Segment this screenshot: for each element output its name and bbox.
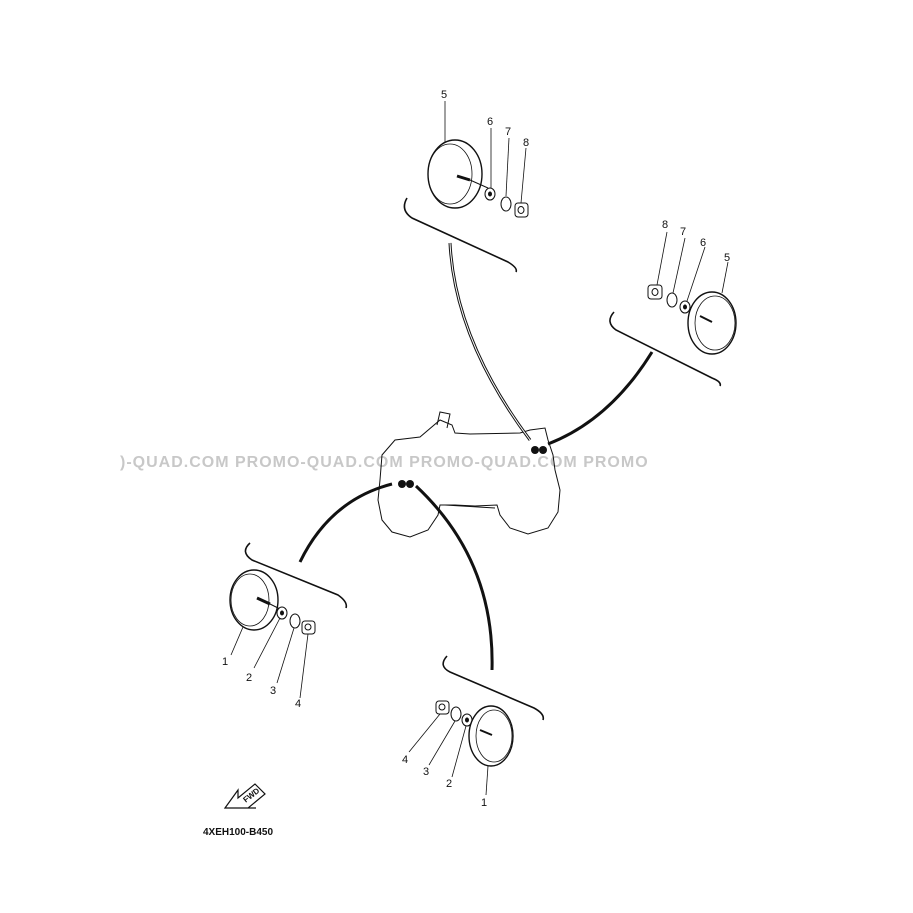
- stud-top-left: [456, 174, 471, 182]
- callout-7: 7: [680, 226, 686, 238]
- lockwasher-7-top-right: [666, 292, 678, 308]
- bracket-top-right: [609, 311, 722, 387]
- nut-8-top-right: [647, 284, 663, 300]
- callout-5: 5: [441, 89, 447, 101]
- nut-4-bottom-right: [435, 700, 450, 715]
- callout-2: 2: [446, 778, 452, 790]
- bracket-bottom-left: [244, 542, 348, 609]
- fwd-arrow-icon: FWD: [223, 783, 266, 809]
- lockwasher-7-top-left: [500, 196, 512, 212]
- mount-point-rear: [531, 446, 547, 454]
- lamp-assembly-bottom-left: 1 2 3 4: [222, 569, 316, 710]
- callout-4: 4: [295, 698, 301, 710]
- lockwasher-3-bottom-left: [289, 613, 301, 629]
- reflector-5-top-right: [687, 291, 737, 355]
- callout-1: 1: [222, 656, 228, 668]
- diagram-code: 4XEH100-B450: [203, 827, 273, 838]
- callout-4: 4: [402, 754, 408, 766]
- callout-6: 6: [487, 116, 493, 128]
- lamp-assembly-bottom-right: 4 3 2 1: [402, 700, 514, 809]
- callout-8: 8: [523, 137, 529, 149]
- lockwasher-3-bottom-right: [450, 706, 462, 722]
- brackets: [244, 197, 722, 721]
- nut-8-top-left: [514, 202, 529, 218]
- callout-6: 6: [700, 237, 706, 249]
- callout-3: 3: [423, 766, 429, 778]
- callout-7: 7: [505, 126, 511, 138]
- reflector-1-bottom-right: [468, 705, 514, 767]
- lamp-assembly-top-left: 5 6 7 8: [427, 89, 529, 218]
- reflector-1-bottom-left: [229, 569, 279, 631]
- callout-1: 1: [481, 797, 487, 809]
- nut-4-bottom-left: [301, 620, 316, 635]
- bracket-top-left: [403, 197, 518, 273]
- lamp-assembly-top-right: 8 7 6 5: [647, 219, 737, 355]
- mount-point-front: [398, 480, 414, 488]
- callout-3: 3: [270, 685, 276, 697]
- callout-5: 5: [724, 252, 730, 264]
- callout-2: 2: [246, 672, 252, 684]
- vehicle-outline: [377, 411, 561, 538]
- bracket-bottom-right: [442, 655, 545, 721]
- watermark-text: )-QUAD.COM PROMO-QUAD.COM PROMO-QUAD.COM…: [120, 454, 649, 471]
- callout-8: 8: [662, 219, 668, 231]
